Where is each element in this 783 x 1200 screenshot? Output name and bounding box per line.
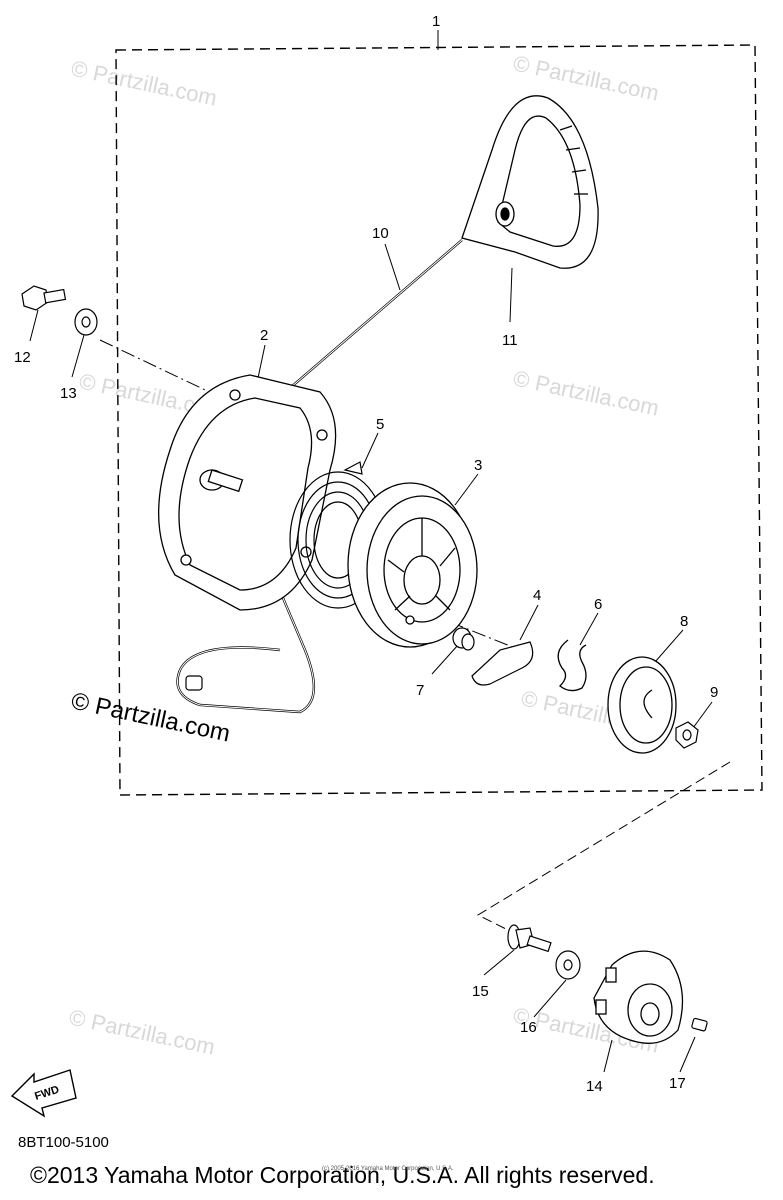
fine-print: (c) 2005-2016 Yamaha Motor Corporation, … [322, 1166, 454, 1172]
housing-part [158, 374, 337, 611]
handle-part [461, 95, 599, 269]
callout-12: 12 [14, 349, 31, 366]
key-part [691, 1017, 708, 1032]
nut-part [675, 721, 699, 749]
fwd-arrow: FWD [10, 1069, 77, 1118]
washer-part-lower [555, 950, 581, 980]
rope-clip [185, 675, 203, 691]
callout-6: 6 [594, 596, 602, 613]
copyright-notice: ©2013 Yamaha Motor Corporation, U.S.A. A… [30, 1162, 655, 1188]
callout-4: 4 [533, 587, 541, 604]
watermark: © Partzilla.com [69, 55, 219, 110]
callouts: 1 2 3 4 5 6 7 8 9 10 11 12 13 14 15 16 1… [14, 13, 718, 1095]
callout-7: 7 [416, 682, 424, 699]
callout-14: 14 [586, 1078, 603, 1095]
callout-8: 8 [680, 613, 688, 630]
callout-9: 9 [710, 684, 718, 701]
bolt-part [21, 285, 67, 311]
reel-part [347, 482, 478, 648]
plate-part [607, 656, 677, 754]
diagram-code: 8BT100-5100 [18, 1134, 109, 1151]
callout-13: 13 [60, 385, 77, 402]
assembly-boundary [115, 44, 763, 796]
clip-spring-part [557, 639, 587, 692]
watermark: © Partzilla.com [511, 365, 661, 420]
callout-3: 3 [474, 457, 482, 474]
flange-bolt-part [507, 924, 552, 953]
callout-10: 10 [372, 225, 389, 242]
callout-1: 1 [432, 13, 440, 30]
watermark: © Partzilla.com [67, 1004, 217, 1059]
drive-pulley-part [593, 950, 684, 1044]
callout-15: 15 [472, 983, 489, 1000]
alignment-lines [99, 339, 521, 651]
callout-5: 5 [376, 416, 384, 433]
leader-lines [29, 30, 713, 1073]
watermark-prominent: © Partzilla.com [69, 687, 233, 747]
connection-line [476, 761, 731, 936]
callout-2: 2 [260, 327, 268, 344]
pawl-part [471, 641, 534, 686]
washer-part [74, 308, 98, 336]
callout-11: 11 [502, 332, 518, 349]
callout-17: 17 [669, 1075, 686, 1092]
pin-part [452, 627, 475, 651]
callout-16: 16 [520, 1019, 537, 1036]
